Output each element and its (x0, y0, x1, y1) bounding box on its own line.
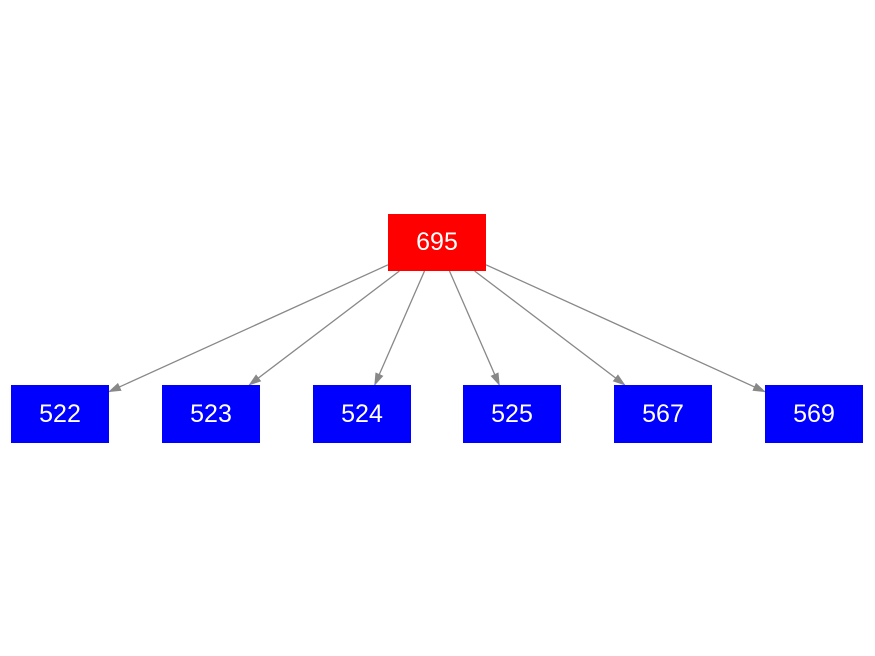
edge-695-to-523 (248, 270, 400, 386)
edge-695-to-567 (474, 270, 626, 386)
node-label: 523 (190, 399, 232, 428)
node-525: 525 (463, 385, 561, 443)
edge-695-to-525 (448, 270, 500, 386)
node-label: 567 (642, 399, 684, 428)
node-523: 523 (162, 385, 260, 443)
node-label: 525 (491, 399, 533, 428)
node-695: 695 (388, 214, 486, 271)
node-524: 524 (313, 385, 411, 443)
node-522: 522 (11, 385, 109, 443)
edge-695-to-569 (485, 264, 766, 393)
node-label: 695 (416, 228, 458, 256)
node-label: 524 (341, 399, 383, 428)
edge-695-to-524 (374, 270, 426, 386)
node-label: 569 (793, 399, 835, 428)
node-567: 567 (614, 385, 712, 443)
edge-695-to-522 (108, 264, 389, 393)
node-569: 569 (765, 385, 863, 443)
node-label: 522 (39, 399, 81, 428)
